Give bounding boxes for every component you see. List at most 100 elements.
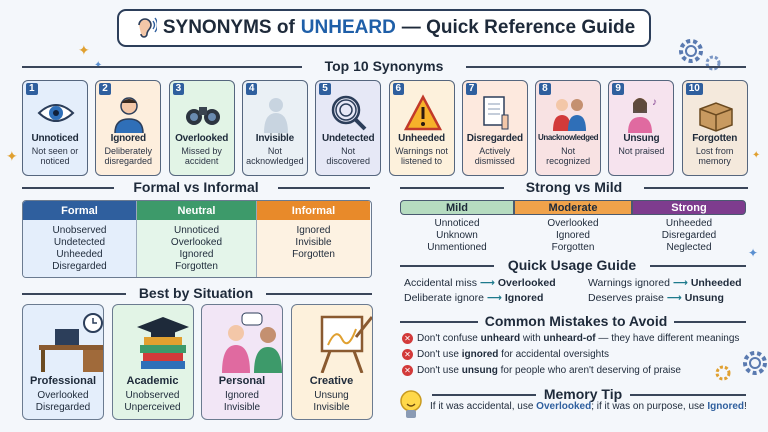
card-number: 6 xyxy=(392,83,405,95)
arrow-icon: ⟶ xyxy=(486,292,502,304)
usage-word: Unsung xyxy=(684,292,724,304)
formal-column-header: Neutral xyxy=(137,201,256,220)
divider xyxy=(432,394,536,396)
formal-item: Ignored xyxy=(296,225,331,236)
usage-word: Unheeded xyxy=(690,277,742,289)
sparkle-icon: ✦ xyxy=(752,150,761,161)
formal-item: Unobserved xyxy=(52,225,107,236)
card-number: 10 xyxy=(685,83,703,95)
card-desc: Deliberately disregarded xyxy=(104,146,153,166)
mistake-item: ✕Don't use ignored for accidental oversi… xyxy=(402,349,609,360)
card-word: Forgotten xyxy=(692,133,738,144)
card-desc: Missed by accident xyxy=(181,146,222,166)
memory-word: Ignored xyxy=(707,401,745,412)
x-icon: ✕ xyxy=(402,349,413,360)
card-word: Disregarded xyxy=(466,133,523,144)
divider xyxy=(400,321,478,323)
mistake-word: unsung xyxy=(461,365,498,376)
person-icon xyxy=(114,97,145,133)
card-desc: Not recognized xyxy=(546,146,591,166)
card-number: 1 xyxy=(26,83,38,95)
situation-name: Personal xyxy=(218,375,266,387)
formal-item: Invisible xyxy=(295,237,332,248)
usage-heading: Quick Usage Guide xyxy=(507,257,637,273)
strength-header: Strong xyxy=(632,200,746,215)
usage-row: Warnings ignored ⟶ Unheeded xyxy=(588,277,742,289)
card-word: Invisible xyxy=(255,133,294,144)
formal-item: Forgotten xyxy=(175,261,218,272)
situation-item: Invisible xyxy=(313,402,350,413)
singer-icon: ♪ xyxy=(628,97,657,133)
binoculars-icon xyxy=(185,107,220,125)
situation-item: Ignored xyxy=(225,390,259,401)
mistakes-heading: Common Mistakes to Avoid xyxy=(484,313,668,329)
x-icon: ✕ xyxy=(402,365,413,376)
title-suffix: — Quick Reference Guide xyxy=(401,17,636,38)
card-desc: Warnings not listened to xyxy=(395,146,448,166)
faded-person-icon xyxy=(263,98,288,133)
strength-item: Neglected xyxy=(666,242,712,253)
situation-item: Invisible xyxy=(223,402,261,413)
card-number: 3 xyxy=(172,83,185,95)
usage-row: Deserves praise ⟶ Unsung xyxy=(588,292,724,304)
usage-case: Deserves praise xyxy=(588,292,664,304)
lightbulb-icon xyxy=(400,390,422,418)
card-word: Ignored xyxy=(110,133,146,144)
mistake-text: Don't confuse xyxy=(417,333,481,344)
mistake-text: for people who aren't deserving of prais… xyxy=(497,365,681,376)
card-number: 4 xyxy=(245,83,258,95)
sparkle-icon: ✦ xyxy=(6,148,18,164)
divider xyxy=(22,293,126,295)
card-number: 5 xyxy=(319,83,331,95)
mistake-item: ✕Don't use unsung for people who aren't … xyxy=(402,365,681,376)
title-prefix: SYNONYMS of xyxy=(162,17,295,38)
divider xyxy=(466,66,746,68)
divider xyxy=(644,187,748,189)
situation-item: Overlooked xyxy=(37,390,89,401)
card-number: 8 xyxy=(539,83,551,95)
card-desc: Not discovered xyxy=(326,146,370,166)
situation-item: Unobserved xyxy=(125,390,180,401)
mistake-item: ✕Don't confuse unheard with unheard-of —… xyxy=(402,333,739,344)
strength-item: Unnoticed xyxy=(434,218,480,229)
formal-item: Unheeded xyxy=(56,249,103,260)
strength-header: Moderate xyxy=(514,200,632,215)
card-word: Unheeded xyxy=(398,133,445,144)
situation-item: Disregarded xyxy=(35,402,91,413)
situation-name: Creative xyxy=(309,375,354,387)
strength-item: Forgotten xyxy=(551,242,595,253)
strength-item: Unheeded xyxy=(665,218,713,229)
mistake-word: unheard xyxy=(480,333,521,344)
divider xyxy=(674,321,746,323)
gear-icon xyxy=(743,351,767,375)
conversation-icon xyxy=(222,312,282,373)
card-number: 9 xyxy=(612,83,624,95)
memory-text: ! xyxy=(744,401,747,412)
usage-row: Accidental miss ⟶ Overlooked xyxy=(404,277,556,289)
usage-case: Warnings ignored xyxy=(588,277,670,289)
memory-text: If it was accidental, use xyxy=(430,401,537,412)
formal-heading: Formal vs Informal xyxy=(133,179,259,195)
books-cap-icon xyxy=(136,317,189,369)
formal-item: Overlooked xyxy=(170,237,223,248)
sparkle-icon: ✦ xyxy=(748,246,759,260)
mistake-word: ignored xyxy=(461,349,499,360)
usage-row: Deliberate ignore ⟶ Ignored xyxy=(404,292,543,304)
desk-icon xyxy=(39,313,103,372)
card-word: Unsung xyxy=(623,133,660,144)
